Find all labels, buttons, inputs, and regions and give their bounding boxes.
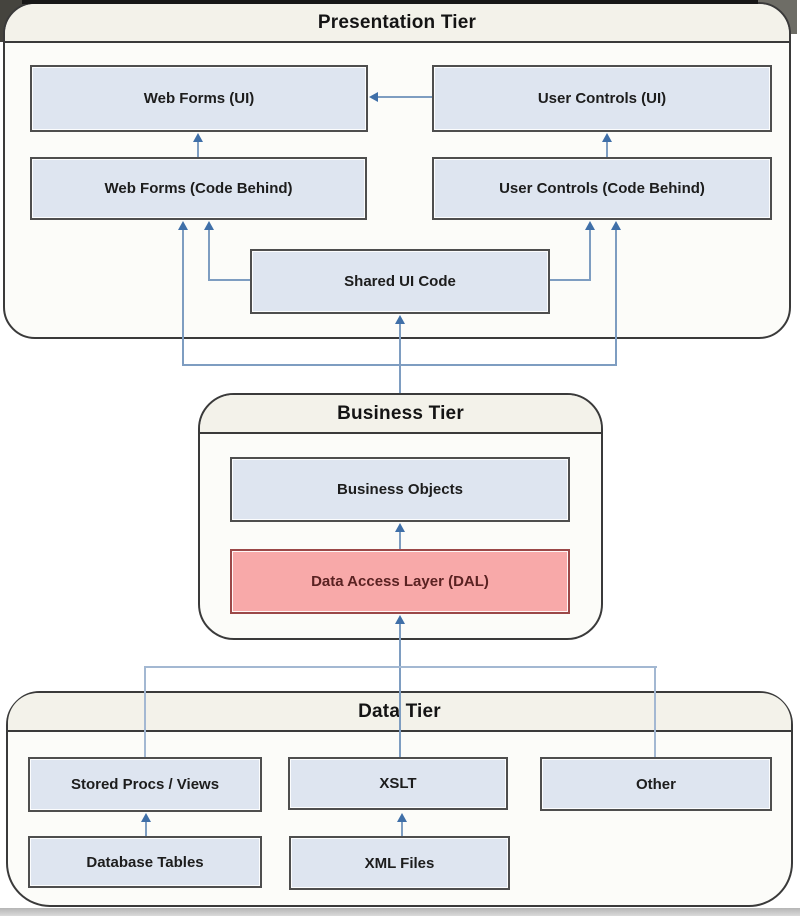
- arrowhead-up-usercontrolscb-inner: [585, 221, 595, 230]
- arrowhead-up-xslt: [397, 813, 407, 822]
- edge-usercontrolsui-webformsui: [378, 96, 432, 98]
- node-label: XML Files: [364, 854, 435, 872]
- edge-businesstier-shareduicode: [399, 323, 401, 393]
- arrowhead-up-shareduicode: [395, 315, 405, 324]
- edge-usercontrolscb-usercontrolsui: [606, 141, 608, 157]
- node-other: Other: [540, 757, 772, 811]
- edge-webformscb-webformsui: [197, 141, 199, 157]
- node-label: Database Tables: [86, 853, 204, 871]
- node-label: XSLT: [379, 775, 417, 792]
- edge-datatier-dal-trunk: [399, 623, 401, 757]
- node-xml-files: XML Files: [289, 836, 510, 890]
- arrowhead-up-webformscb-inner: [204, 221, 214, 230]
- edge-branch-other: [654, 666, 656, 757]
- arrowhead-up-usercontrolsui: [602, 133, 612, 142]
- arrowhead-up-businessobjects: [395, 523, 405, 532]
- node-shared-ui-code: Shared UI Code: [250, 249, 550, 314]
- node-stored-procs-views: Stored Procs / Views: [28, 757, 262, 812]
- edge-shareduicode-webformscb-h: [209, 279, 250, 281]
- node-label: User Controls (Code Behind): [499, 180, 705, 197]
- node-label: Data Access Layer (DAL): [311, 573, 489, 590]
- arrowhead-up-usercontrolscb-right: [611, 221, 621, 230]
- edge-databasetables-storedprocs: [145, 821, 147, 836]
- arrowhead-up-dal: [395, 615, 405, 624]
- top-crop-bar: [22, 0, 758, 4]
- node-label: Web Forms (Code Behind): [104, 180, 293, 197]
- node-xslt: XSLT: [288, 757, 508, 810]
- node-label: User Controls (UI): [537, 90, 667, 107]
- node-label: Shared UI Code: [344, 273, 456, 290]
- node-web-forms-code-behind: Web Forms (Code Behind): [30, 157, 367, 220]
- node-business-objects: Business Objects: [230, 457, 570, 522]
- bottom-crop-band: [0, 908, 800, 916]
- node-label: Business Objects: [337, 481, 463, 498]
- node-label: Web Forms (UI): [143, 90, 255, 107]
- node-label: Stored Procs / Views: [70, 776, 220, 793]
- node-user-controls-ui: User Controls (UI): [432, 65, 772, 132]
- arrowhead-up-webformsui: [193, 133, 203, 142]
- business-tier-header: Business Tier: [200, 395, 601, 434]
- edge-xmlfiles-xslt: [401, 821, 403, 836]
- edge-shareduicode-usercontrolscb-h: [550, 279, 591, 281]
- presentation-tier-title: Presentation Tier: [317, 11, 477, 33]
- node-database-tables: Database Tables: [28, 836, 262, 888]
- edge-dal-businessobjects: [399, 531, 401, 549]
- presentation-tier-header: Presentation Tier: [5, 4, 789, 43]
- node-web-forms-ui: Web Forms (UI): [30, 65, 368, 132]
- node-user-controls-code-behind: User Controls (Code Behind): [432, 157, 772, 220]
- edge-branch-storedprocs: [144, 666, 146, 757]
- arrowhead-up-storedprocs: [141, 813, 151, 822]
- edge-datatier-branch-horizontal: [144, 666, 657, 668]
- edge-shareduicode-usercontrolscb-v: [589, 229, 591, 281]
- edge-businesstier-usercontrolscb-riser: [615, 229, 617, 366]
- business-tier-title: Business Tier: [337, 402, 464, 424]
- edge-shareduicode-webformscb-v: [208, 229, 210, 281]
- arrowhead-up-webformscb-left: [178, 221, 188, 230]
- edge-businesstier-webformscb-riser: [182, 229, 184, 366]
- node-data-access-layer: Data Access Layer (DAL): [230, 549, 570, 614]
- arrowhead-left-webformsui: [369, 92, 378, 102]
- node-label: Other: [635, 775, 676, 793]
